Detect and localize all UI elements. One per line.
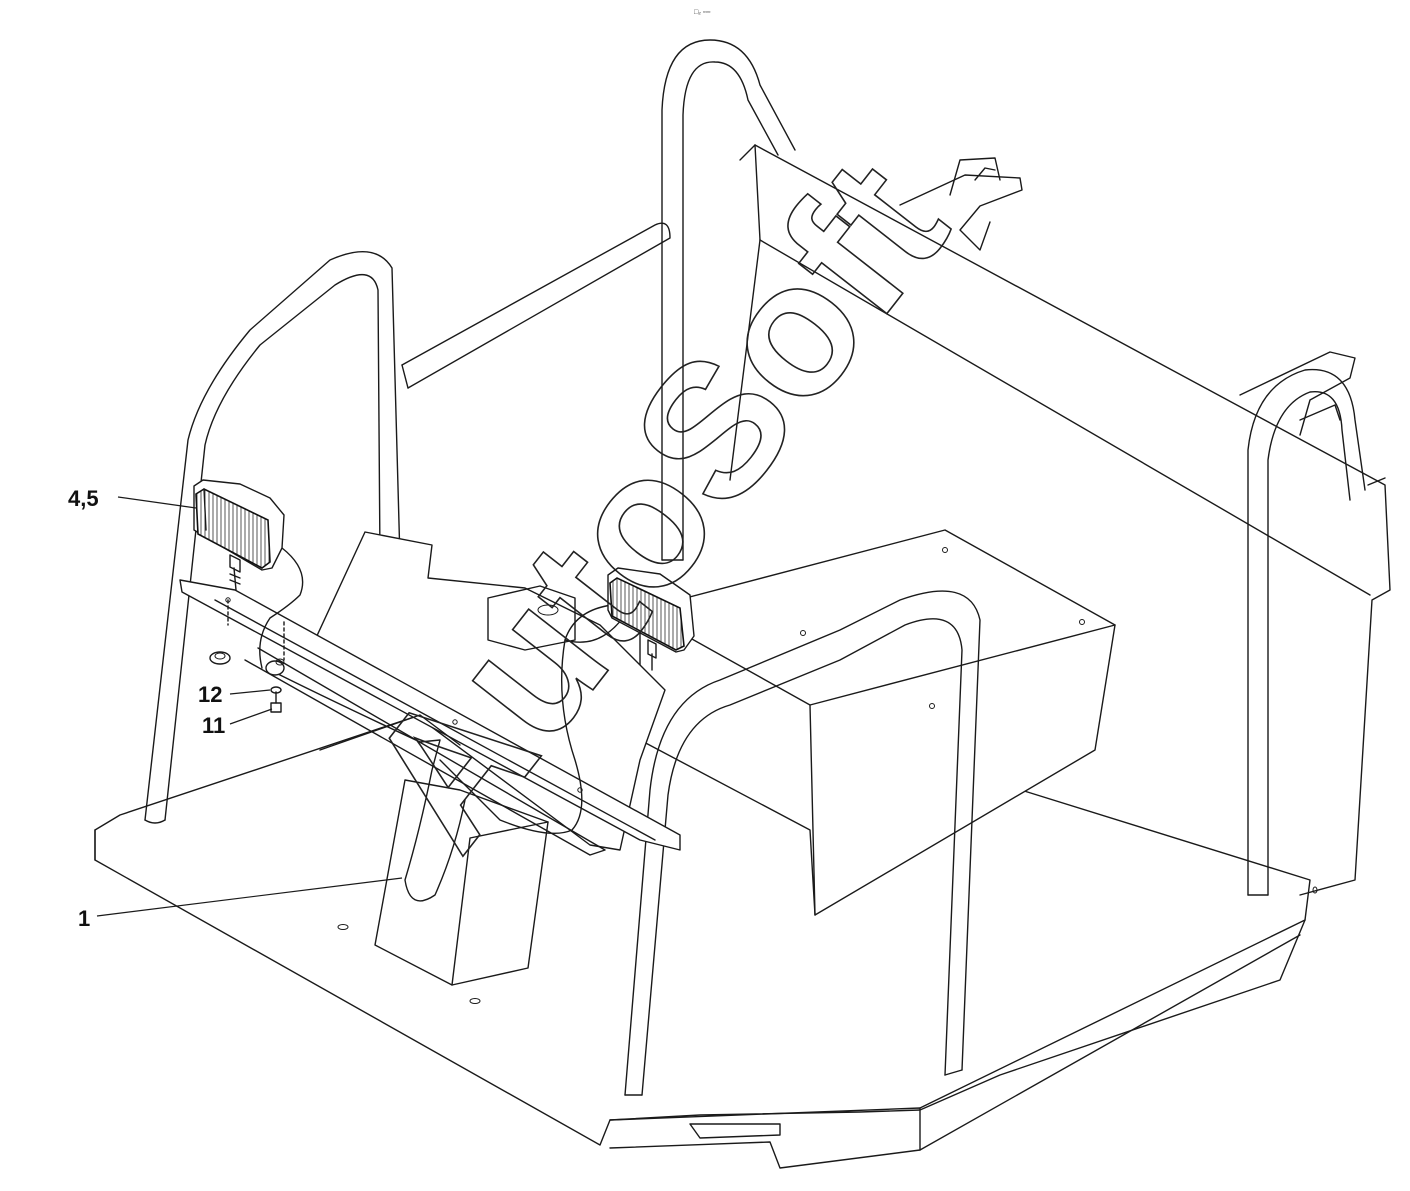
rear-hitch: [899, 157, 1356, 436]
mount-hardware: [209, 599, 285, 713]
leader-lines: [96, 496, 403, 917]
leader-1: [96, 877, 403, 917]
right-rear-loop: [1247, 368, 1366, 896]
leader-11: [229, 708, 273, 725]
callout-11: 11: [202, 713, 225, 738]
leader-12: [229, 689, 271, 695]
work-light-right: [607, 567, 695, 671]
left-front-loop: [144, 222, 671, 824]
sheet-mark: □₂ ▫▫▫: [694, 9, 710, 16]
front-rops-loop: [624, 590, 981, 1096]
callout-1: 1: [78, 906, 90, 931]
leader-4-5: [117, 496, 197, 509]
callout-4-5: 4,5: [68, 486, 99, 511]
work-light-left: [193, 479, 285, 591]
callout-12: 12: [198, 682, 222, 707]
callout-labels: 4,5 12 11 1: [68, 486, 225, 931]
rear-rops-arch: [661, 39, 796, 561]
